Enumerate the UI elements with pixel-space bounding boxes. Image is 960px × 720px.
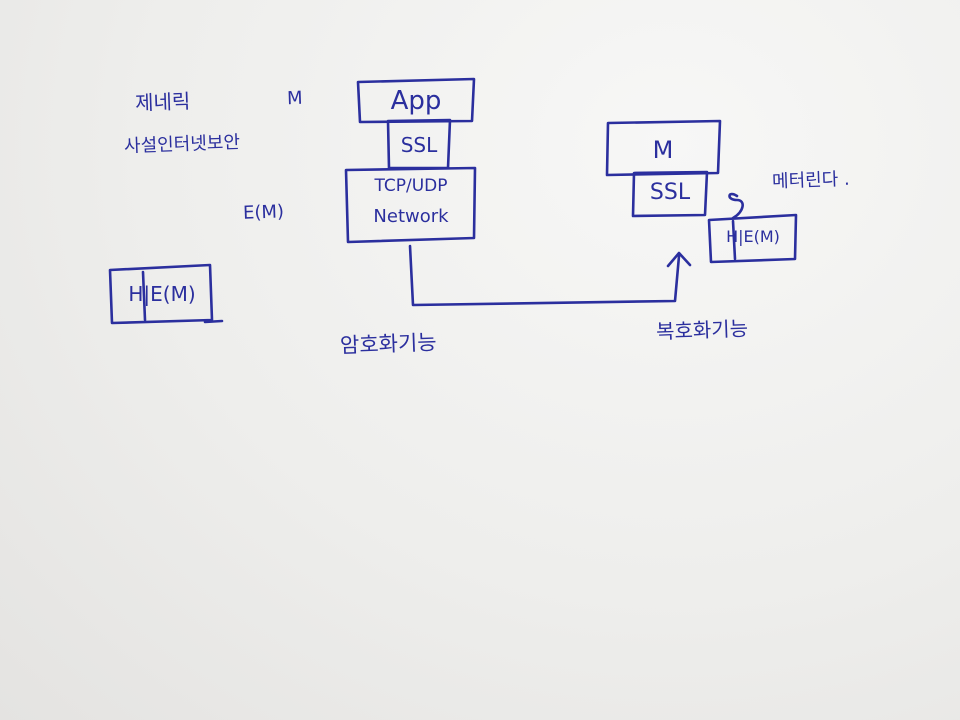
curl-mark <box>728 192 744 220</box>
left-he-box <box>108 263 214 325</box>
left-he-text: H|E(M) <box>128 282 196 306</box>
receiver-he-box <box>707 213 798 264</box>
receiver-m-box <box>605 119 722 177</box>
left-he-divider <box>141 270 147 322</box>
receiver-ssl-box <box>631 170 709 218</box>
receiver-he-divider <box>731 219 737 261</box>
em-label: E(M) <box>242 201 285 224</box>
heading-note: 제네릭 <box>134 89 191 115</box>
app-label: App <box>390 86 442 116</box>
app-box <box>356 77 476 124</box>
left-he-tail <box>203 319 224 324</box>
transport-label: TCP/UDP <box>374 176 448 196</box>
arrow-head <box>666 251 692 268</box>
network-label: Network <box>373 206 449 227</box>
return-note: 메터린다 . <box>771 168 851 193</box>
ssl-label: SSL <box>400 133 438 157</box>
encrypt-label: 암호화기능 <box>339 330 438 358</box>
description-note: 사설인터넷보안 <box>123 131 241 158</box>
connector-line <box>408 244 681 307</box>
tcp-network-box <box>344 166 477 244</box>
receiver-ssl-label: SSL <box>649 180 691 205</box>
receiver-m-label: M <box>652 136 674 164</box>
m-mark: M <box>286 87 303 110</box>
decrypt-label: 복호화기능 <box>655 316 749 344</box>
receiver-he-label: H|E(M) <box>726 227 780 246</box>
